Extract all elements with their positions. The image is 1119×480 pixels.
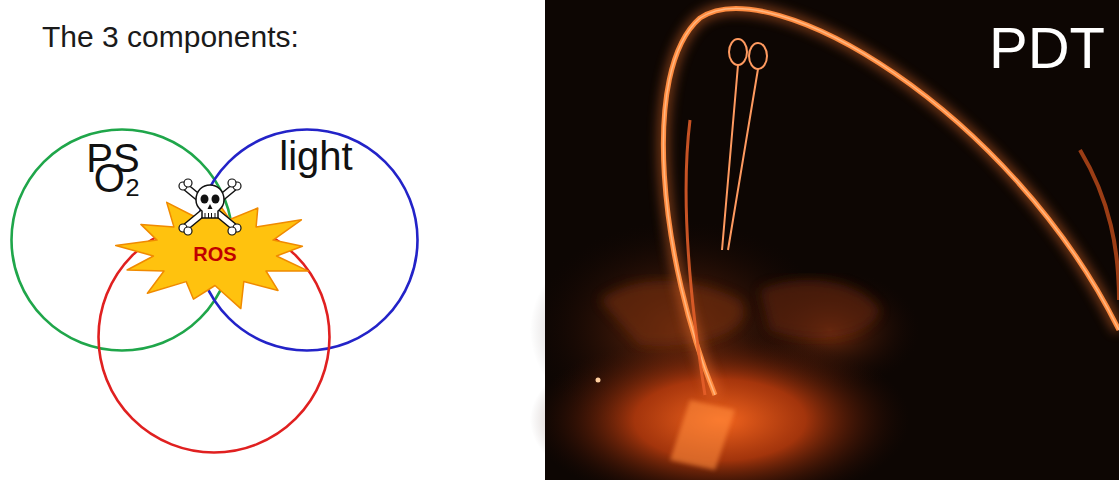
photo-label: PDT: [989, 14, 1105, 81]
crossbones: [179, 179, 241, 235]
ros-burst: ROS: [115, 198, 315, 306]
diagram-title: The 3 components:: [42, 20, 299, 54]
fiber-edge: [1080, 150, 1119, 300]
fiber-glow: [663, 9, 1119, 395]
text-holder: light: [279, 134, 352, 178]
light-fiber: [663, 9, 1119, 395]
light-spot: [596, 378, 601, 383]
hand-shape: [760, 280, 880, 339]
node-label: ROS: [193, 243, 236, 265]
tissue-glow: [530, 330, 910, 480]
text-holder: O₂: [94, 156, 141, 200]
clamp: [722, 39, 767, 250]
text-holder: ROS: [193, 243, 236, 265]
node-label: O₂: [94, 156, 141, 200]
node-label: light: [279, 134, 352, 178]
fiber-highlight: [663, 9, 1119, 395]
fiber-guide: [686, 120, 705, 395]
skull: [196, 185, 224, 218]
hand-shape: [600, 281, 744, 346]
tissue-spot: [670, 400, 735, 470]
